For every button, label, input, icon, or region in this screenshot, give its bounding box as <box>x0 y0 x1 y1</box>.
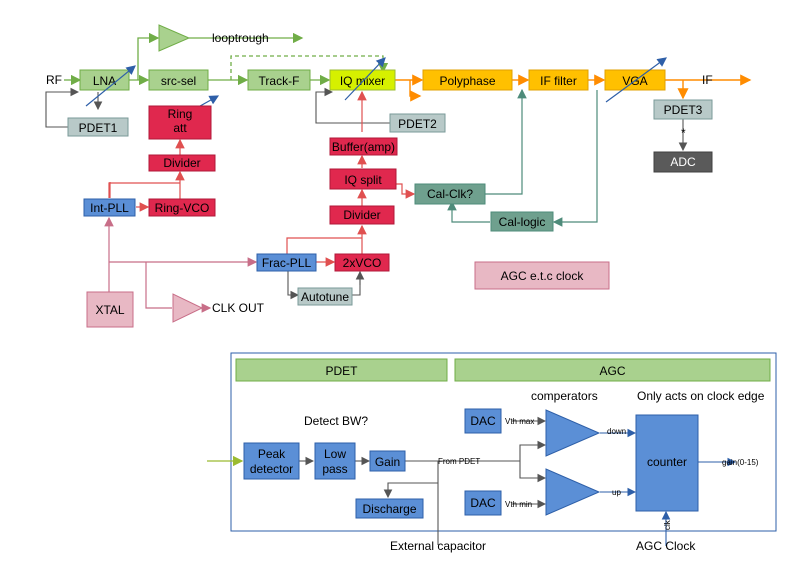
looptrough-label: looptrough <box>212 31 269 45</box>
detect-bw-label: Detect BW? <box>304 414 368 428</box>
agc-blocks: DAC DAC counter <box>464 408 699 516</box>
orange-blocks: Polyphase IF filter VGA <box>422 69 666 91</box>
track-f-label: Track-F <box>259 74 300 88</box>
from-pdet-label: From PDET <box>438 457 480 466</box>
peak-detector-label-2: detector <box>250 462 293 476</box>
divider-left-label: Divider <box>163 156 200 170</box>
if-signal-path <box>395 74 752 102</box>
discharge-label: Discharge <box>362 502 416 516</box>
calibration-paths <box>447 88 598 227</box>
if-filter-label: IF filter <box>540 74 577 88</box>
ring-att-label-1: Ring <box>168 107 193 121</box>
autotune-block <box>297 287 353 306</box>
dac-top-label: DAC <box>470 414 496 428</box>
pdet1-label: PDET1 <box>79 121 118 135</box>
agc-clock-label: AGC Clock <box>636 539 696 553</box>
red-blocks: Ring att Divider Ring-VCO Buffer(amp) IQ… <box>148 105 398 272</box>
rf-label: RF <box>46 73 62 87</box>
pdet-blocks: Peak detector Low pass Gain Discharge <box>243 442 424 519</box>
teal-blocks: Cal-Clk? Cal-logic <box>414 183 554 232</box>
pdet-wiring <box>299 416 547 545</box>
vth-max-label: Vth max <box>505 417 534 426</box>
pdet-links <box>315 87 688 152</box>
peak-detector-label-1: Peak <box>258 447 286 461</box>
cal-clk-label: Cal-Clk? <box>427 187 473 201</box>
green-blocks: LNA src-sel Track-F <box>79 24 311 91</box>
iq-split-label: IQ split <box>344 173 382 187</box>
pdet-header-label: PDET <box>325 364 358 378</box>
cal-logic-label: Cal-logic <box>499 215 546 229</box>
dac-bottom-label: DAC <box>470 496 496 510</box>
if-label: IF <box>702 73 713 87</box>
clk-out-label: CLK OUT <box>212 301 265 315</box>
clk-out-buffer <box>172 293 204 323</box>
vco2x-label: 2xVCO <box>343 256 382 270</box>
pdet1-connections <box>45 87 103 128</box>
pdet-header <box>235 358 448 382</box>
agc-wiring <box>600 428 737 546</box>
buffer-amp-label: Buffer(amp) <box>332 140 395 154</box>
iq-mixer-block <box>329 69 396 91</box>
clk-small-label: clk <box>663 519 672 530</box>
low-pass-label-1: Low <box>324 447 346 461</box>
counter-label: counter <box>647 455 687 469</box>
low-pass-label-2: pass <box>322 462 347 476</box>
divider-mid-label: Divider <box>343 208 380 222</box>
agc-clock-box <box>474 261 610 290</box>
autotune-label: Autotune <box>301 290 349 304</box>
comparator-bottom <box>545 468 601 516</box>
comparator-top <box>545 409 601 457</box>
clock-paths <box>104 216 258 313</box>
pdet3-label: PDET3 <box>664 103 703 117</box>
ring-att-label-2: att <box>173 121 187 135</box>
down-label: down <box>607 427 626 436</box>
xtal-block <box>86 291 134 328</box>
loopthrough-amplifier <box>158 24 191 52</box>
adc-label: ADC <box>670 155 696 169</box>
ring-vco-label: Ring-VCO <box>155 201 210 215</box>
polyphase-label: Polyphase <box>439 74 495 88</box>
pdet2-label: PDET2 <box>398 117 437 131</box>
frac-pll-label: Frac-PLL <box>262 256 312 270</box>
star-label: * <box>681 126 686 140</box>
pdet-agc-frame <box>230 352 777 532</box>
agc-header-label: AGC <box>599 364 625 378</box>
gray-detector-blocks: PDET1 PDET2 PDET3 ADC * <box>67 99 713 173</box>
blue-blocks: Int-PLL Frac-PLL <box>83 198 317 272</box>
vth-min-label: Vth min <box>505 500 532 509</box>
gain-out-label: gain(0-15) <box>722 458 759 467</box>
agc-clock-box-label: AGC e.t.c clock <box>501 269 585 283</box>
src-sel-label: src-sel <box>161 74 196 88</box>
clock-edge-note: Only acts on clock edge <box>637 389 765 403</box>
autotune-links <box>287 270 365 300</box>
up-label: up <box>612 488 621 497</box>
xtal-label: XTAL <box>95 303 124 317</box>
lo-paths <box>109 90 416 267</box>
int-pll-to-ring <box>108 182 180 198</box>
lna-label: LNA <box>93 74 116 88</box>
comparators-label: comperators <box>531 389 598 403</box>
gain-label: Gain <box>375 455 400 469</box>
int-pll-label: Int-PLL <box>90 201 129 215</box>
agc-header <box>454 358 771 382</box>
external-capacitor-label: External capacitor <box>390 539 486 553</box>
